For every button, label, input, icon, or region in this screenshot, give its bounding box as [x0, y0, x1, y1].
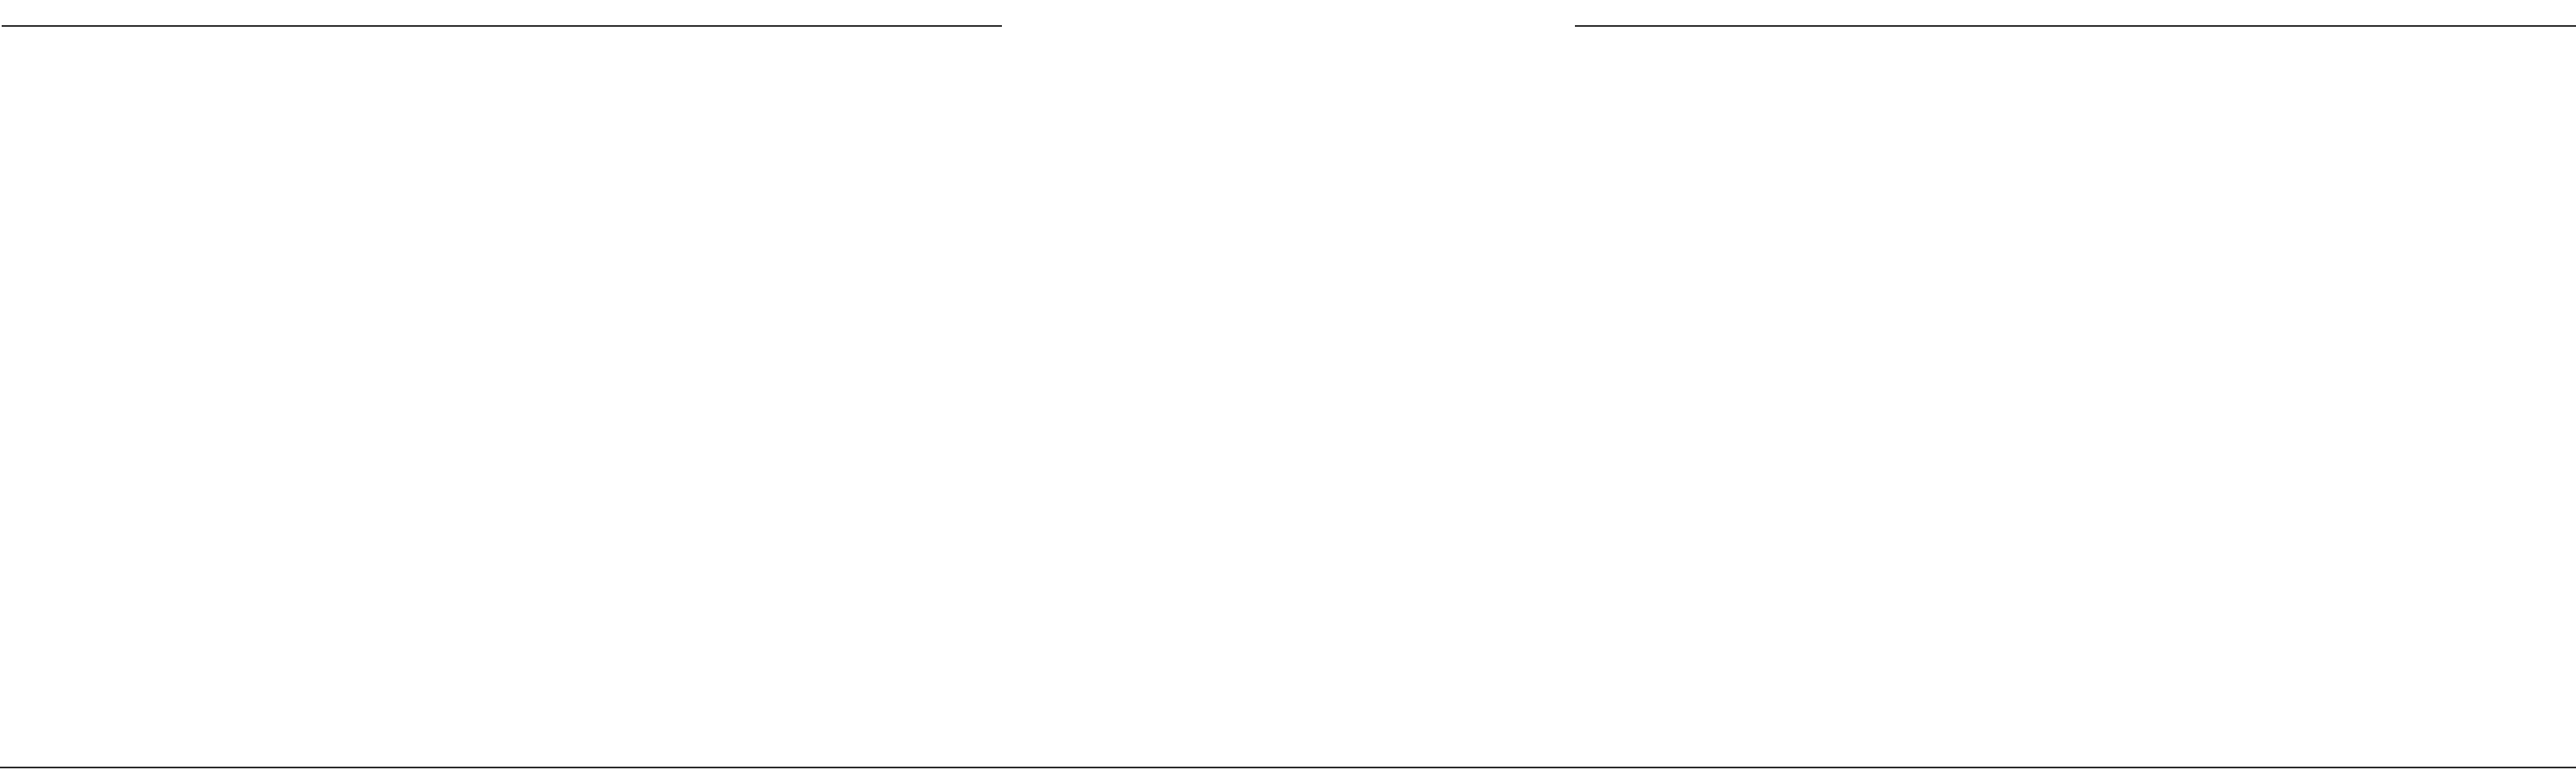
top-left-rule: [2, 25, 1002, 27]
bottom-rule: [0, 767, 2576, 768]
top-right-rule: [1575, 25, 2576, 27]
